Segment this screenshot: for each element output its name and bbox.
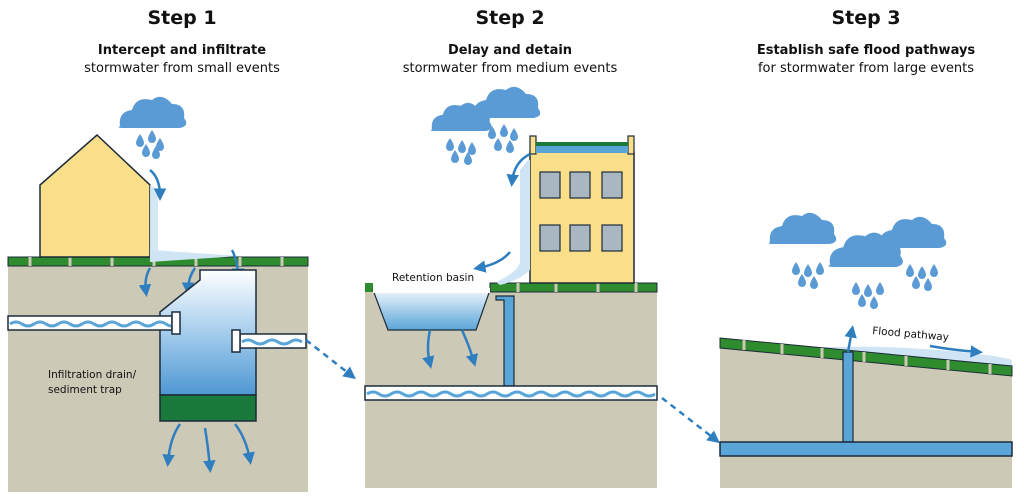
drainage-pipe xyxy=(719,441,1013,457)
arrow-icon xyxy=(661,397,720,444)
cloud-icon xyxy=(472,86,541,118)
step-3-action: Establish safe flood pathways xyxy=(756,43,976,58)
rain-drop-icon xyxy=(136,130,164,159)
cloud-icon xyxy=(118,96,187,128)
outlet-pipe xyxy=(231,329,307,353)
pathway-label: Flood pathway xyxy=(872,325,950,344)
step-1-header: Step 1 Intercept and infiltrate stormwat… xyxy=(22,6,342,78)
step-2-scope: stormwater from medium events xyxy=(402,61,618,76)
drain-label-line-1: Infiltration drain/ xyxy=(48,369,137,381)
arrow-icon xyxy=(422,152,531,369)
step-2-header: Step 2 Delay and detain stormwater from … xyxy=(350,6,670,78)
sediment-layer xyxy=(159,394,257,422)
arrow-icon xyxy=(844,325,983,358)
step-1-action: Intercept and infiltrate xyxy=(97,43,267,58)
step-2-action: Delay and detain xyxy=(447,43,573,58)
step-3-scope: for stormwater from large events xyxy=(757,61,975,76)
step-1-scope: stormwater from small events xyxy=(84,61,280,76)
step-3-title: Step 3 xyxy=(831,7,901,29)
rain-drop-icon xyxy=(792,262,938,309)
cloud-icon xyxy=(768,212,837,244)
panel-step-3: Flood pathway xyxy=(719,212,1013,488)
step-1-title: Step 1 xyxy=(147,7,217,29)
panel-step-1: Infiltration drain/ sediment trap xyxy=(7,96,309,492)
basin-label: Retention basin xyxy=(392,272,474,284)
arrow-icon xyxy=(305,339,356,380)
retention-basin xyxy=(372,289,491,331)
detention-pipe xyxy=(364,385,658,401)
panel-step-2: Retention basin xyxy=(364,86,658,488)
inlet-pipe xyxy=(7,311,181,335)
drain-label-line-2: sediment trap xyxy=(48,384,122,396)
grass-strip xyxy=(719,337,1013,377)
building-icon xyxy=(529,135,635,284)
step-2-title: Step 2 xyxy=(475,7,545,29)
ground-block xyxy=(8,262,308,492)
step-3-header: Step 3 Establish safe flood pathways for… xyxy=(706,6,1024,78)
house-icon xyxy=(39,133,151,258)
